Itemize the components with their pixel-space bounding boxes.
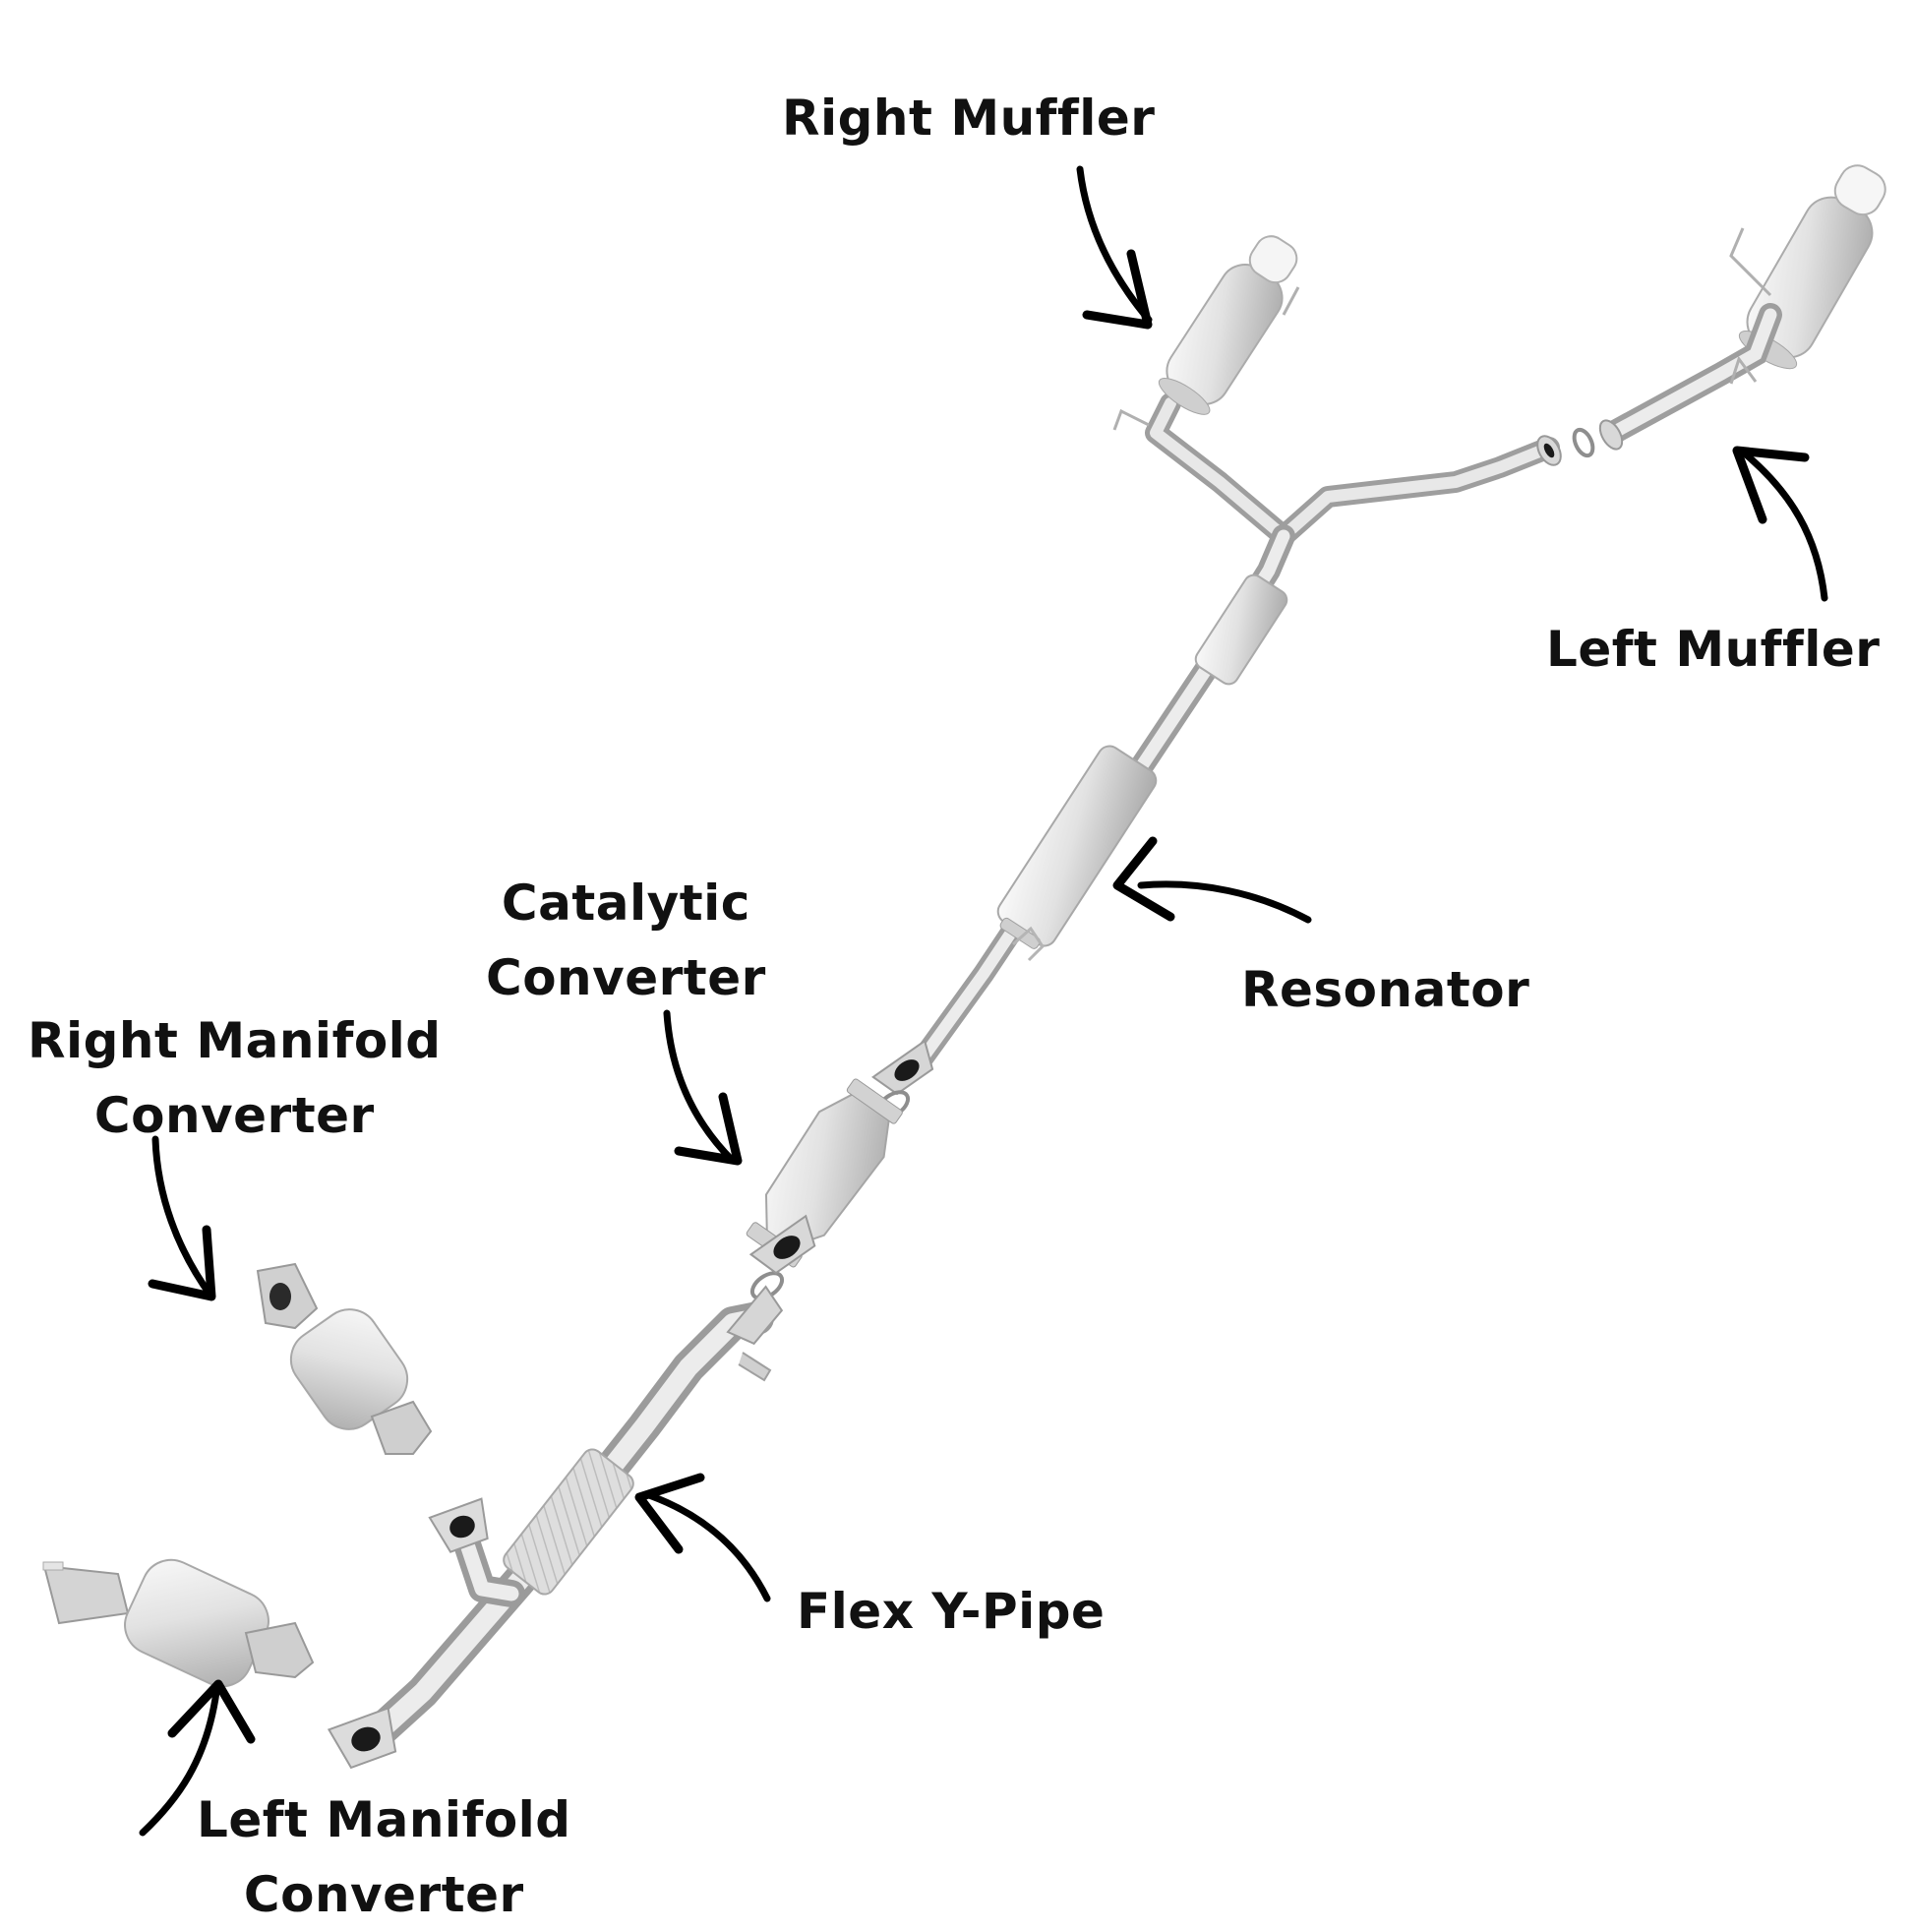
- arrow-flex-y-pipe: [634, 1473, 771, 1602]
- resonator-hanger: [1012, 926, 1045, 962]
- label-line: Converter: [486, 949, 766, 1006]
- label-right-muffler: Right Muffler: [782, 81, 1155, 155]
- left-muffler-hanger-bottom: [1729, 355, 1758, 385]
- label-line: Converter: [93, 1087, 375, 1144]
- label-left-muffler: Left Muffler: [1546, 612, 1880, 687]
- label-line: Left Muffler: [1546, 621, 1881, 678]
- flex-pipe-side-flange: [428, 1497, 489, 1553]
- flex-pipe-top-flange: [726, 1285, 784, 1346]
- catalytic-converter-part: [746, 1078, 903, 1268]
- arrow-resonator: [1112, 836, 1312, 924]
- flex-braid: [503, 1448, 634, 1596]
- left-branch-gasket: [1572, 427, 1595, 458]
- label-line: Right Manifold: [28, 1012, 442, 1069]
- resonator-part: [996, 745, 1158, 949]
- right-manifold-converter-part: [256, 1262, 433, 1455]
- left-branch-flange-hole: [1543, 443, 1555, 458]
- left-muffler-hanger-top: [1729, 227, 1772, 297]
- left-muffler-inlet-flange: [1598, 419, 1624, 451]
- gasket-lower: [749, 1271, 785, 1300]
- catalytic-outlet-flange: [748, 1214, 816, 1275]
- arrow-left-manifold-converter: [139, 1679, 256, 1837]
- label-right-manifold-converter: Right Manifold Converter: [28, 1003, 442, 1153]
- left-manifold-converter-part: [42, 1558, 315, 1688]
- label-line: Right Muffler: [782, 90, 1156, 147]
- flex-y-pipe-part: [352, 1301, 774, 1758]
- label-line: Resonator: [1241, 961, 1530, 1018]
- label-left-manifold-converter: Left Manifold Converter: [197, 1782, 571, 1932]
- label-line: Catalytic: [501, 875, 750, 932]
- label-line: Left Manifold: [197, 1791, 571, 1848]
- arrows: [139, 165, 1828, 1837]
- label-line: Converter: [243, 1866, 524, 1923]
- arrow-right-muffler: [1076, 165, 1153, 330]
- right-muffler-hanger-top: [1282, 286, 1300, 316]
- resonator-flange: [871, 1039, 934, 1096]
- right-muffler-part: [1158, 235, 1298, 415]
- arrow-left-muffler: [1732, 446, 1828, 602]
- label-catalytic-converter: Catalytic Converter: [486, 866, 766, 1015]
- flex-pipe-bottom-flange: [327, 1707, 397, 1770]
- label-flex-y-pipe: Flex Y-Pipe: [797, 1574, 1105, 1649]
- right-muffler-hanger-bottom: [1112, 408, 1150, 431]
- arrow-catalytic-converter: [663, 1009, 743, 1166]
- flex-pipe-bracket: [738, 1352, 772, 1382]
- label-resonator: Resonator: [1241, 952, 1529, 1027]
- intermediate-muffler: [1194, 574, 1288, 686]
- label-line: Flex Y-Pipe: [797, 1583, 1106, 1640]
- arrow-right-manifold-converter: [148, 1135, 216, 1301]
